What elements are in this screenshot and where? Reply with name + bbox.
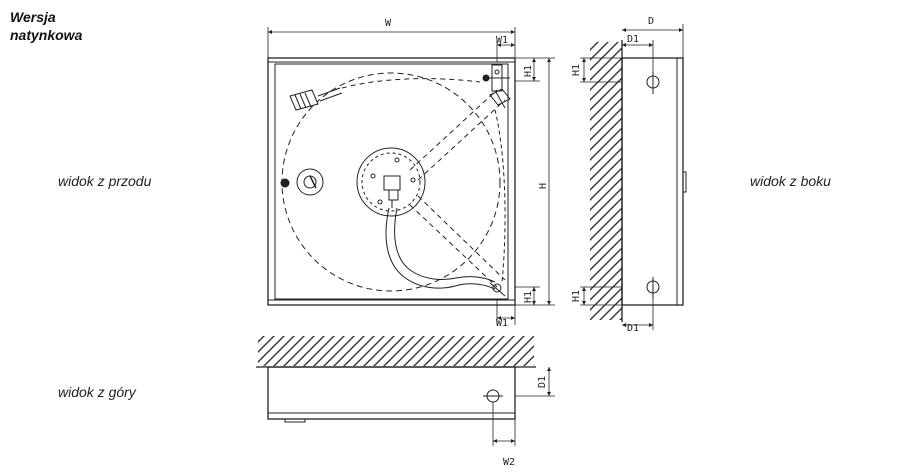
side-view-label: widok z boku [750, 173, 831, 189]
nozzle [289, 89, 319, 111]
dim-H: H [538, 183, 549, 189]
door-lock [296, 168, 324, 196]
dim-H1-side-bottom: H1 [571, 290, 582, 302]
front-view [267, 57, 516, 306]
dim-D1-top-view: D1 [537, 376, 548, 388]
top-view [256, 336, 536, 423]
reel-hub [356, 147, 426, 217]
dim-H1-top: H1 [523, 65, 534, 77]
dim-D1-bottom: D1 [627, 323, 639, 334]
cabinet-door-inner [274, 63, 509, 300]
hose-reel-dashed [281, 72, 501, 292]
dim-D1-top: D1 [627, 34, 639, 45]
title-line-1: Wersja [10, 9, 56, 25]
top-view-dimensions [492, 367, 555, 446]
wall-hatch-side [590, 42, 622, 320]
cabinet-side-outline [621, 57, 684, 306]
dim-H1-bottom: H1 [523, 291, 534, 303]
top-view-label: widok z góry [58, 384, 136, 400]
dim-W: W [385, 18, 392, 29]
reel-valve-box [383, 175, 401, 191]
diagram-title: Wersja natynkowa [10, 8, 82, 44]
dim-W2: W2 [503, 457, 515, 468]
title-line-2: natynkowa [10, 27, 83, 43]
dim-W1-bottom: W1 [496, 318, 508, 329]
dim-H1-side-top: H1 [571, 64, 582, 76]
front-view-label: widok z przodu [58, 173, 152, 189]
dim-W1-top: W1 [496, 35, 508, 46]
side-view-dimensions [580, 24, 684, 330]
cabinet-outline [267, 57, 516, 306]
cabinet-top-outline [267, 366, 516, 420]
side-view [590, 40, 687, 322]
dim-D: D [648, 16, 654, 27]
wall-hatch-top [258, 336, 534, 366]
front-view-dimensions [267, 27, 555, 325]
